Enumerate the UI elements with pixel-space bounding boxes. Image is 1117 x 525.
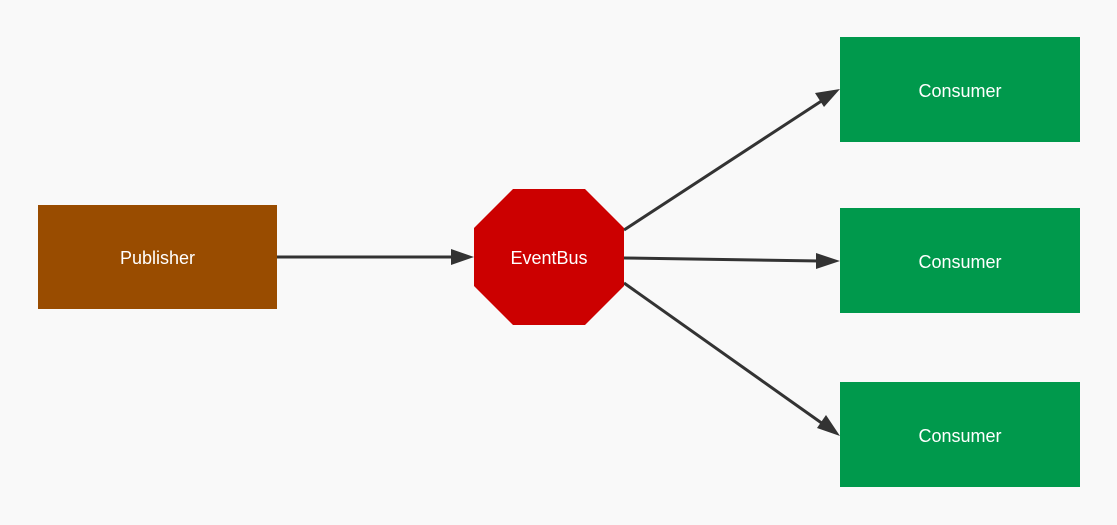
edge-publisher-to-eventbus (277, 249, 474, 265)
edges (277, 89, 840, 436)
edge-line (623, 256, 821, 263)
publisher-label: Publisher (120, 248, 195, 268)
edge-eventbus-to-consumer-2 (623, 253, 840, 269)
consumer-box (840, 208, 1080, 313)
arrowhead-icon (816, 253, 840, 269)
eventbus-octagon (474, 189, 624, 325)
consumer-node-3[interactable]: Consumer (840, 382, 1080, 487)
edge-eventbus-to-consumer-1 (623, 89, 840, 232)
eventbus-node[interactable]: EventBus (474, 189, 624, 325)
consumer-box (840, 37, 1080, 142)
edge-eventbus-to-consumer-3 (623, 281, 840, 436)
consumer-label: Consumer (918, 81, 1001, 101)
edge-line (623, 281, 824, 426)
publisher-box (38, 205, 277, 309)
consumer-box (840, 382, 1080, 487)
consumer-node-2[interactable]: Consumer (840, 208, 1080, 313)
arrowhead-icon (451, 249, 474, 265)
arrowhead-icon (815, 89, 840, 107)
eventbus-label: EventBus (510, 248, 587, 268)
arrowhead-icon (817, 415, 840, 436)
consumer-label: Consumer (918, 252, 1001, 272)
edge-line (623, 98, 824, 232)
publisher-node[interactable]: Publisher (38, 205, 277, 309)
consumer-node-1[interactable]: Consumer (840, 37, 1080, 142)
consumer-label: Consumer (918, 426, 1001, 446)
